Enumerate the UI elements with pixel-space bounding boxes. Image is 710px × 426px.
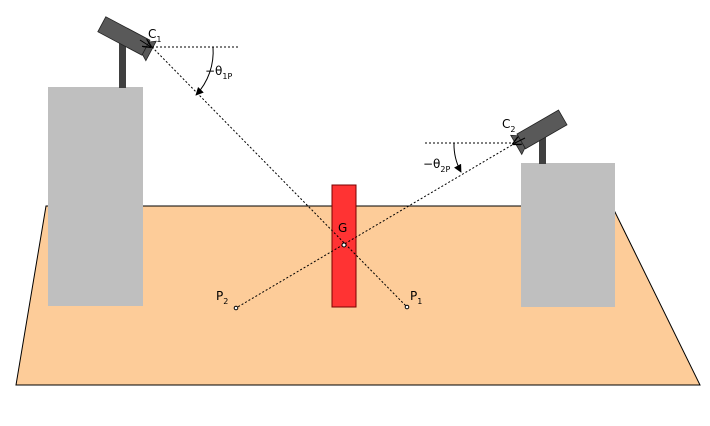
right-pillar bbox=[521, 163, 615, 307]
label-c2: C2 bbox=[502, 117, 515, 134]
angle-arc-1 bbox=[195, 46, 214, 96]
point-p1 bbox=[404, 304, 410, 310]
label-theta1: −θ1P bbox=[205, 64, 232, 81]
label-c1: C1 bbox=[148, 27, 161, 44]
label-g: G bbox=[338, 221, 347, 235]
point-p2 bbox=[233, 305, 239, 311]
camera2-pole bbox=[539, 135, 546, 164]
angle-arc-2 bbox=[453, 142, 462, 173]
label-theta2: −θ2P bbox=[423, 157, 450, 174]
ray-c1-p1 bbox=[151, 46, 408, 308]
camera1-direction-arrow bbox=[139, 40, 151, 47]
camera2-direction-arrow bbox=[513, 138, 526, 144]
point-g bbox=[341, 242, 347, 248]
camera1-pole bbox=[119, 43, 126, 88]
ray-c2-p2 bbox=[235, 144, 513, 309]
label-p2: P2 bbox=[216, 289, 228, 306]
label-p1: P1 bbox=[410, 289, 422, 306]
left-pillar bbox=[48, 87, 143, 306]
